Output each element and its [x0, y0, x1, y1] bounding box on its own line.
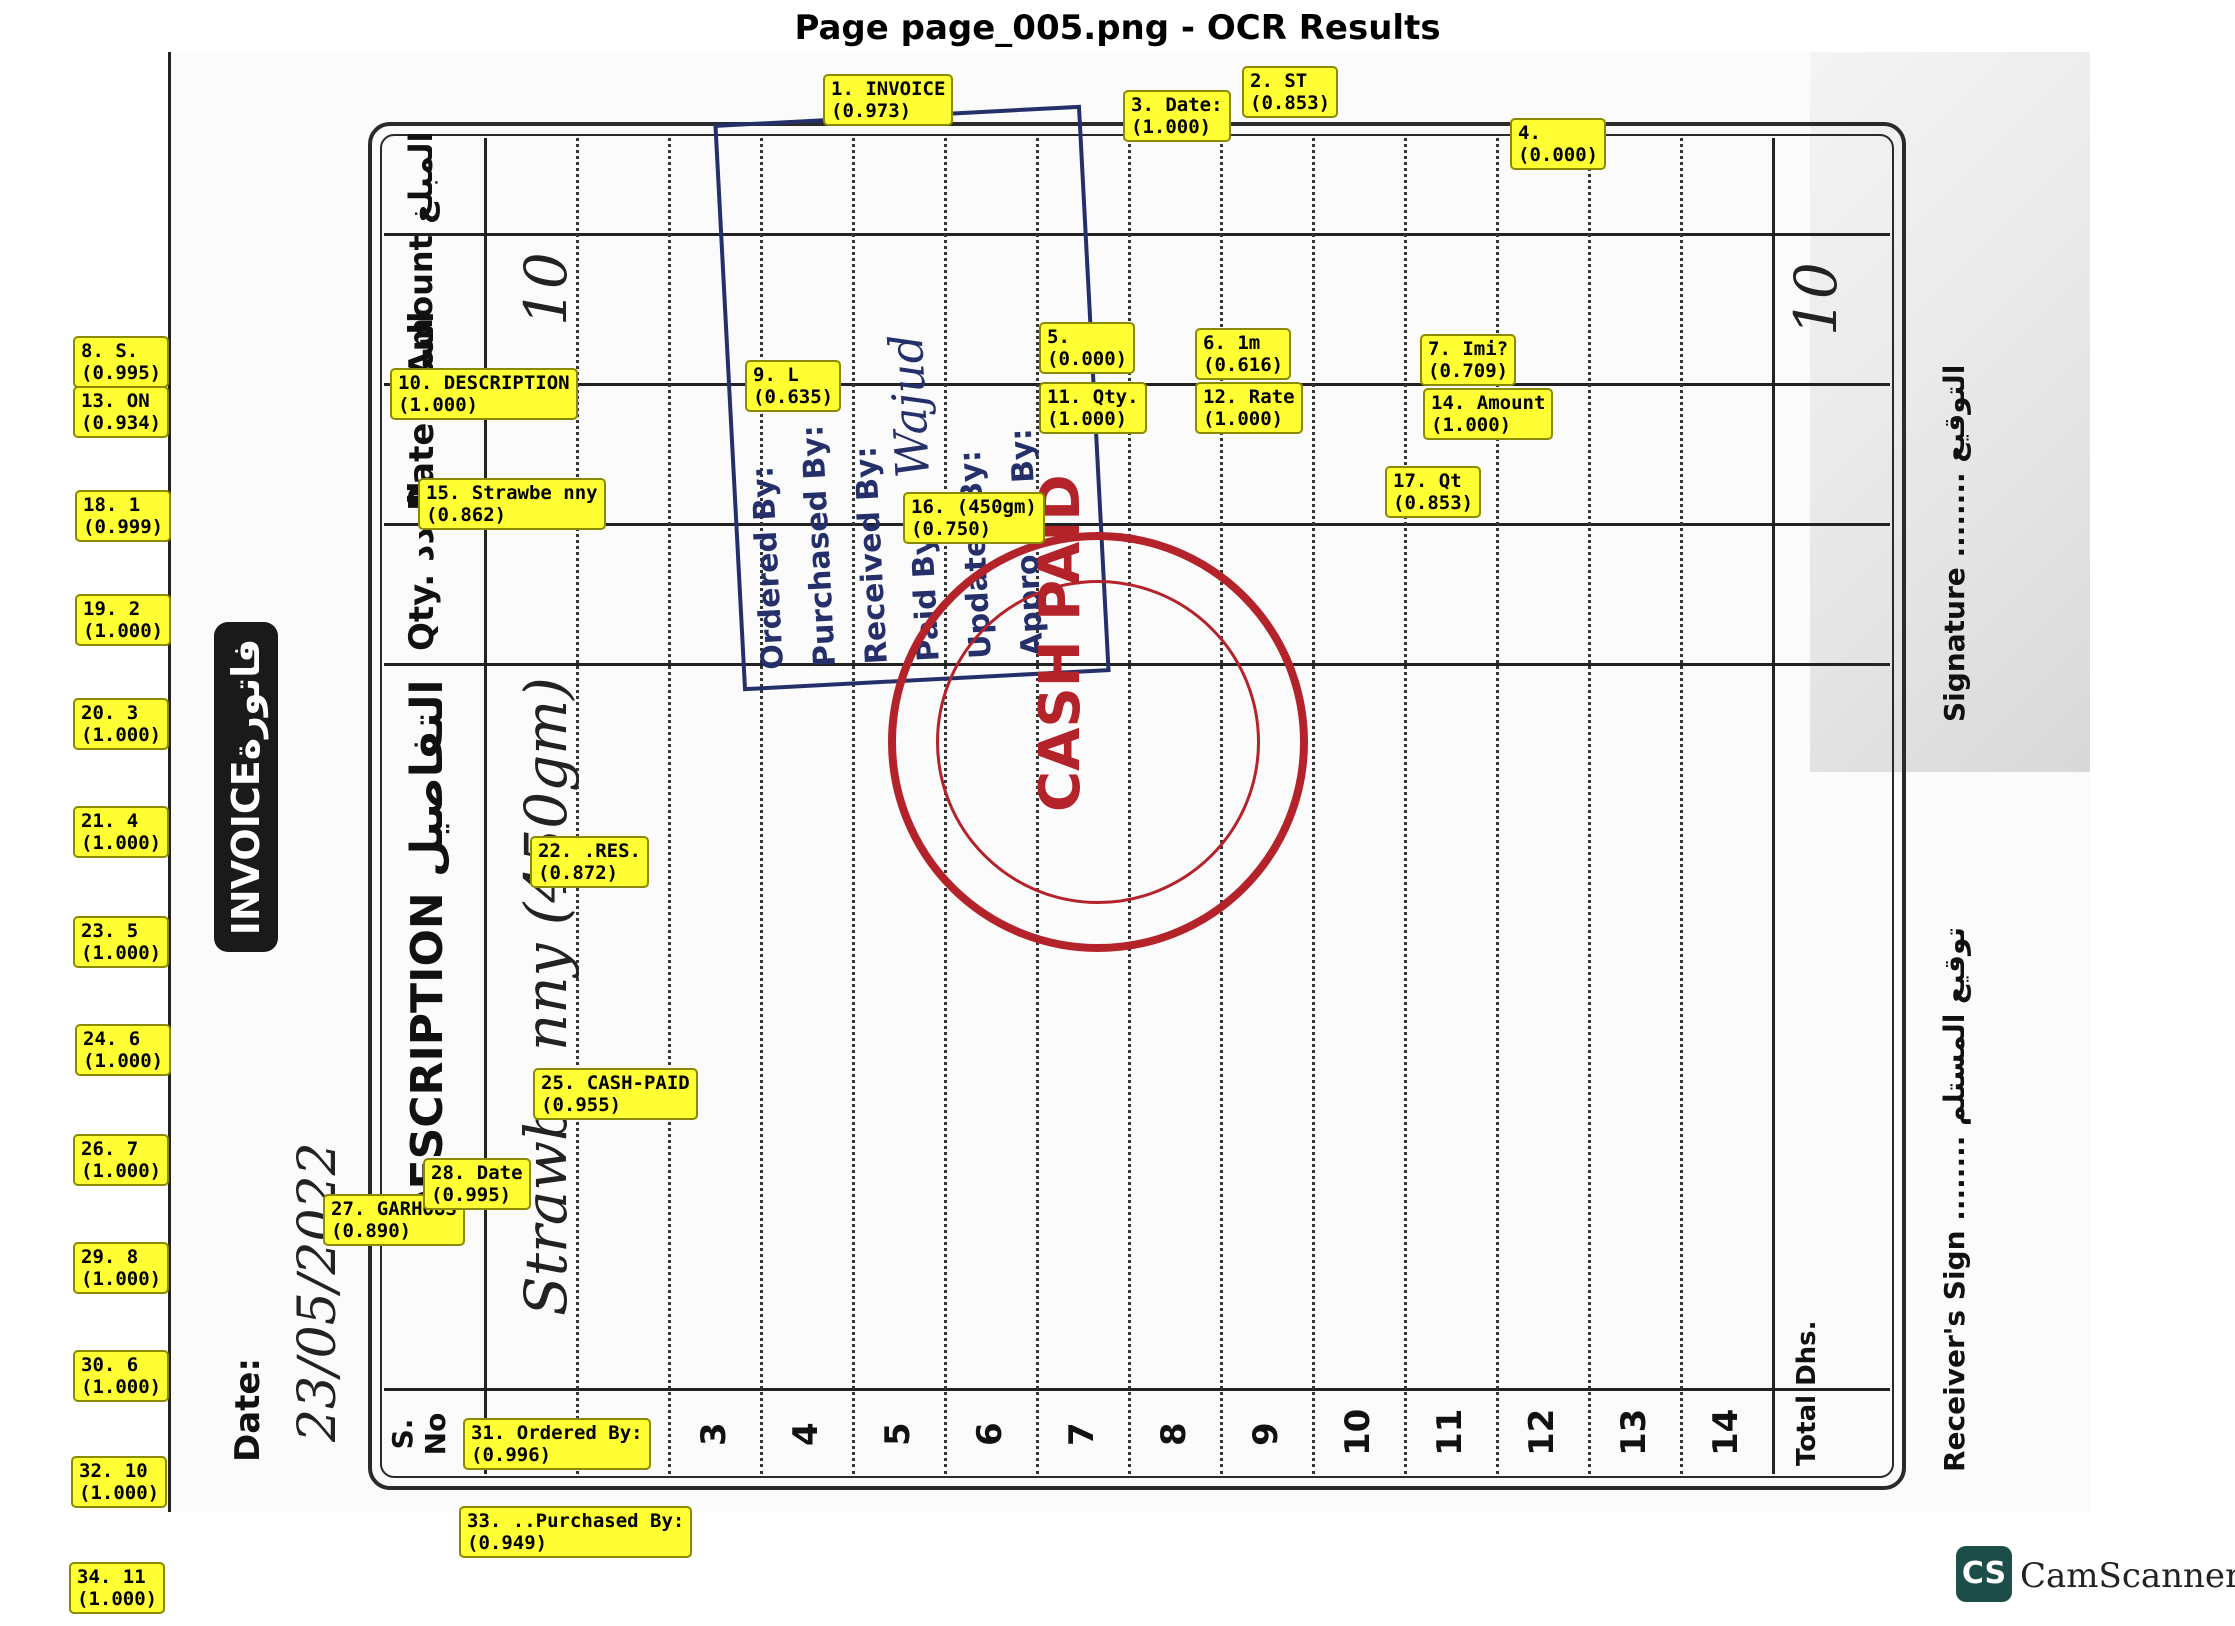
ocr-box: 12. Rate (1.000) [1195, 382, 1303, 434]
ocr-box: 33. ..Purchased By: (0.949) [459, 1506, 693, 1558]
paid-by-handwriting: Wajud [878, 332, 941, 480]
row-number: 4 [786, 1422, 826, 1446]
ocr-box: 20. 3 (1.000) [73, 698, 170, 750]
total-label: Total Dhs. [1792, 1320, 1822, 1466]
ocr-box: 26. 7 (1.000) [73, 1134, 170, 1186]
header-amount: Amount المبلغ [402, 131, 440, 376]
ocr-box: 22. .RES. (0.872) [530, 836, 649, 888]
invoice-badge: INVOICEفاتورة [214, 622, 278, 952]
row-number: 5 [878, 1422, 918, 1446]
ocr-box: 29. 8 (1.000) [73, 1242, 170, 1294]
ocr-box: 34. 11 (1.000) [69, 1562, 166, 1614]
ocr-box: 17. Qt (0.853) [1385, 466, 1482, 518]
ocr-box: 5. (0.000) [1039, 322, 1136, 374]
row-number: 11 [1430, 1408, 1470, 1456]
ordered-by-label: Ordered By: [745, 465, 792, 671]
total-divider [1772, 138, 1775, 1474]
camscanner-logo-icon: CS [1956, 1546, 2012, 1602]
item-description: Strawbe nny (450gm) [512, 677, 580, 1316]
ocr-box: 3. Date: (1.000) [1123, 90, 1231, 142]
ocr-box: 30. 6 (1.000) [73, 1350, 170, 1402]
ocr-box: 21. 4 (1.000) [73, 806, 170, 858]
ocr-box: 23. 5 (1.000) [73, 916, 170, 968]
row-number: 3 [694, 1422, 734, 1446]
header-sno: S. No [386, 1412, 452, 1456]
receiver-sign-label: Receiver's Sign ........ توقيع المستلم [1938, 926, 1971, 1472]
item-amount: 10 [512, 252, 580, 326]
header-description: DESCRIPTION التفاصيل [402, 679, 453, 1226]
col-divider-sno [384, 1388, 1890, 1391]
paper-fold-shadow [1810, 52, 2090, 772]
ocr-box: 16. (450gm) (0.750) [903, 492, 1045, 544]
ocr-box: 28. Date (0.995) [423, 1158, 531, 1210]
ocr-box: 9. L (0.635) [745, 360, 842, 412]
ocr-box: 11. Qty. (1.000) [1039, 382, 1147, 434]
ocr-box: 14. Amount (1.000) [1423, 388, 1554, 440]
signature-label: Signature ........ التوقيع [1938, 364, 1971, 722]
ocr-box: 7. Imi? (0.709) [1420, 334, 1517, 386]
ocr-box: 1. INVOICE (0.973) [823, 74, 954, 126]
ocr-box: 10. DESCRIPTION (1.000) [390, 368, 578, 420]
camscanner-name: CamScanner [2020, 1556, 2235, 1596]
col-divider-amount [384, 233, 1890, 236]
row-number: 13 [1614, 1408, 1654, 1456]
header-divider [484, 138, 487, 1474]
ocr-box: 18. 1 (0.999) [75, 490, 172, 542]
scan-edge [168, 52, 171, 1512]
scanned-invoice: INVOICEفاتورة Date: 23/05/2022 S. No DES… [168, 52, 2090, 1512]
date-label: Date: [228, 1357, 268, 1462]
ocr-box: 31. Ordered By: (0.996) [463, 1418, 651, 1470]
row-number: 7 [1062, 1422, 1102, 1446]
row-number: 8 [1154, 1422, 1194, 1446]
page-title: Page page_005.png - OCR Results [794, 8, 1441, 48]
ocr-box: 8. S. (0.995) [73, 336, 170, 388]
cash-paid-stamp [888, 532, 1308, 952]
ocr-box: 24. 6 (1.000) [75, 1024, 172, 1076]
purchased-by-label: Purchased By: [795, 424, 843, 668]
row-number: 14 [1706, 1408, 1746, 1456]
invoice-page-rotated: INVOICEفاتورة Date: 23/05/2022 S. No DES… [168, 52, 2090, 1512]
col-divider-qty [384, 523, 1890, 526]
ocr-box: 13. ON (0.934) [73, 386, 170, 438]
row-number: 10 [1338, 1408, 1378, 1456]
total-value: 10 [1782, 262, 1850, 336]
ocr-box: 4. (0.000) [1510, 118, 1607, 170]
ocr-box: 32. 10 (1.000) [71, 1456, 168, 1508]
row-number: 9 [1246, 1422, 1286, 1446]
ocr-box: 25. CASH-PAID (0.955) [533, 1068, 698, 1120]
ocr-box: 15. Strawbe nny (0.862) [418, 478, 606, 530]
ocr-box: 2. ST (0.853) [1242, 66, 1339, 118]
row-number: 12 [1522, 1408, 1562, 1456]
ocr-box: 6. 1m (0.616) [1195, 328, 1292, 380]
ocr-box: 19. 2 (1.000) [75, 594, 172, 646]
date-value: 23/05/2022 [288, 1142, 348, 1442]
row-number: 6 [970, 1422, 1010, 1446]
